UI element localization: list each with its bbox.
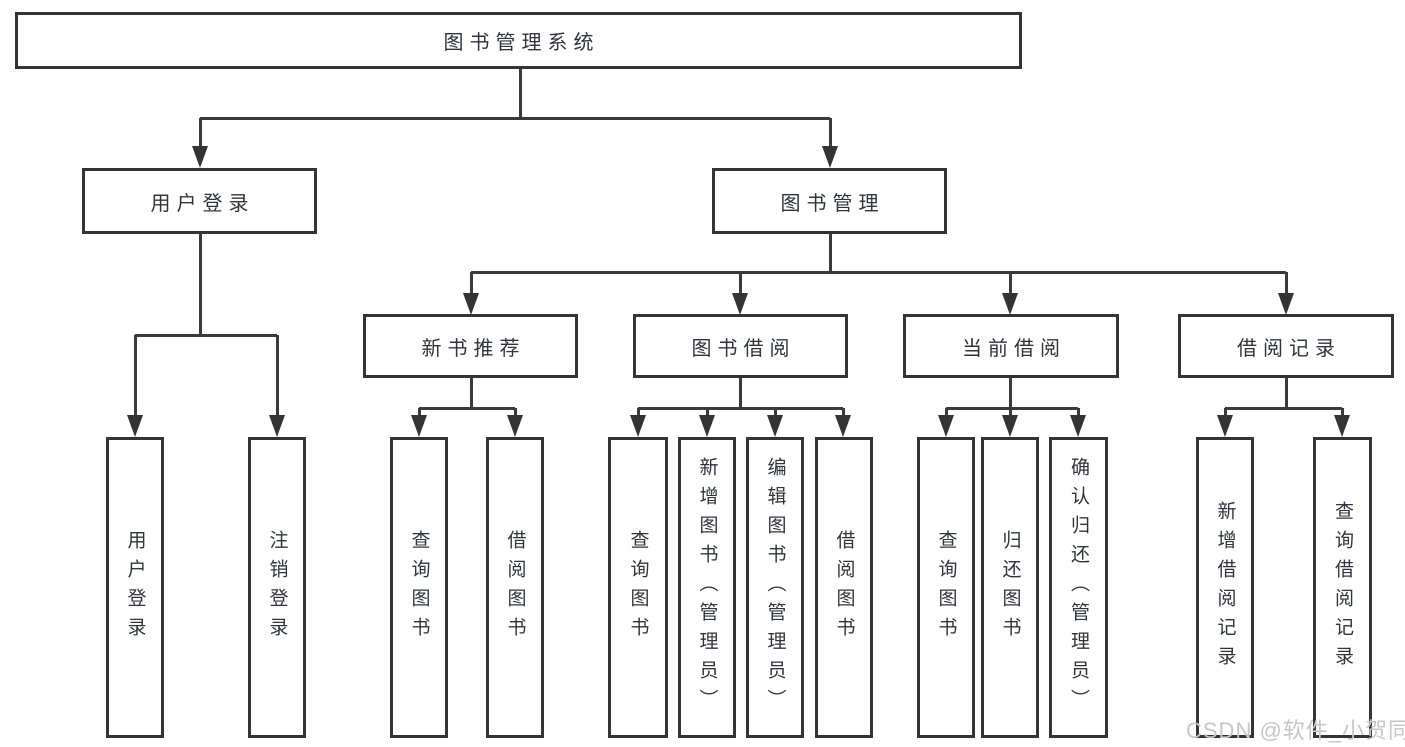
arrow-down-icon (463, 293, 479, 315)
arrow-down-icon (1278, 293, 1294, 315)
leaf-borrow-book-borrowing: 借阅图书 (815, 437, 873, 738)
connector-line-vertical (1077, 408, 1080, 419)
arrow-down-icon (822, 146, 838, 168)
leaf-borrow-book-recommend: 借阅图书 (486, 437, 544, 738)
leaf-query-book-recommend: 查询图书 (390, 437, 448, 738)
arrow-down-icon (732, 293, 748, 315)
connector-line-vertical (706, 408, 709, 419)
leaf-add-book-admin: 新增图书（管理员） (678, 437, 736, 738)
node-root: 图书管理系统 (15, 12, 1022, 69)
connector-line-vertical (199, 118, 202, 150)
leaf-logout: 注销登录 (248, 437, 306, 738)
leaf-return-book: 归还图书 (981, 437, 1039, 738)
leaf-query-borrow-record: 查询借阅记录 (1313, 437, 1372, 738)
connector-line-vertical (945, 408, 948, 419)
connector-line-vertical (1224, 408, 1227, 419)
connector-line-horizontal (946, 407, 1078, 410)
connector-line-vertical (774, 408, 777, 419)
leaf-user-login: 用户登录 (106, 437, 164, 738)
connector-line-vertical (1341, 408, 1344, 419)
connector-line-vertical (470, 377, 473, 410)
connector-line-vertical (1009, 272, 1012, 297)
arrow-down-icon (411, 415, 427, 437)
node-new-book-recommend: 新书推荐 (363, 314, 578, 378)
arrow-down-icon (1334, 415, 1350, 437)
connector-line-vertical (470, 272, 473, 297)
connector-line-horizontal (200, 117, 830, 120)
connector-line-vertical (519, 68, 522, 120)
connector-line-vertical (1009, 377, 1012, 410)
connector-line-vertical (1285, 377, 1288, 410)
leaf-query-book-borrowing: 查询图书 (608, 437, 668, 738)
arrow-down-icon (507, 415, 523, 437)
connector-line-vertical (842, 408, 845, 419)
node-book-borrowing: 图书借阅 (633, 314, 848, 378)
leaf-query-book-current: 查询图书 (917, 437, 975, 738)
watermark: CSDN @软件_小贺同学 (1186, 718, 1405, 743)
arrow-down-icon (767, 415, 783, 437)
arrow-down-icon (1002, 293, 1018, 315)
arrow-down-icon (1217, 415, 1233, 437)
connector-line-vertical (829, 233, 832, 274)
connector-line-vertical (1285, 272, 1288, 297)
node-borrowing-records: 借阅记录 (1178, 314, 1394, 378)
arrow-down-icon (1070, 415, 1086, 437)
connector-line-vertical (1009, 408, 1012, 419)
connector-line-horizontal (1225, 407, 1342, 410)
leaf-edit-book-admin: 编辑图书（管理员） (746, 437, 804, 738)
arrow-down-icon (699, 415, 715, 437)
node-book-management: 图书管理 (712, 168, 947, 234)
arrow-down-icon (269, 415, 285, 437)
leaf-add-borrow-record: 新增借阅记录 (1196, 437, 1254, 738)
node-current-borrowing: 当前借阅 (903, 314, 1119, 378)
connector-line-horizontal (638, 407, 843, 410)
leaf-confirm-return-admin: 确认归还（管理员） (1049, 437, 1108, 738)
connector-line-vertical (637, 408, 640, 419)
arrow-down-icon (835, 415, 851, 437)
arrow-down-icon (192, 146, 208, 168)
connector-line-vertical (134, 335, 137, 419)
connector-line-vertical (418, 408, 421, 419)
connector-line-horizontal (419, 407, 515, 410)
connector-line-vertical (739, 377, 742, 410)
arrow-down-icon (1002, 415, 1018, 437)
connector-line-horizontal (135, 334, 277, 337)
arrow-down-icon (938, 415, 954, 437)
connector-line-vertical (199, 233, 202, 337)
connector-line-vertical (276, 335, 279, 419)
connector-line-horizontal (471, 271, 1286, 274)
connector-line-vertical (739, 272, 742, 297)
arrow-down-icon (630, 415, 646, 437)
arrow-down-icon (127, 415, 143, 437)
node-user-login: 用户登录 (82, 168, 317, 234)
connector-line-vertical (829, 118, 832, 150)
connector-line-vertical (514, 408, 517, 419)
